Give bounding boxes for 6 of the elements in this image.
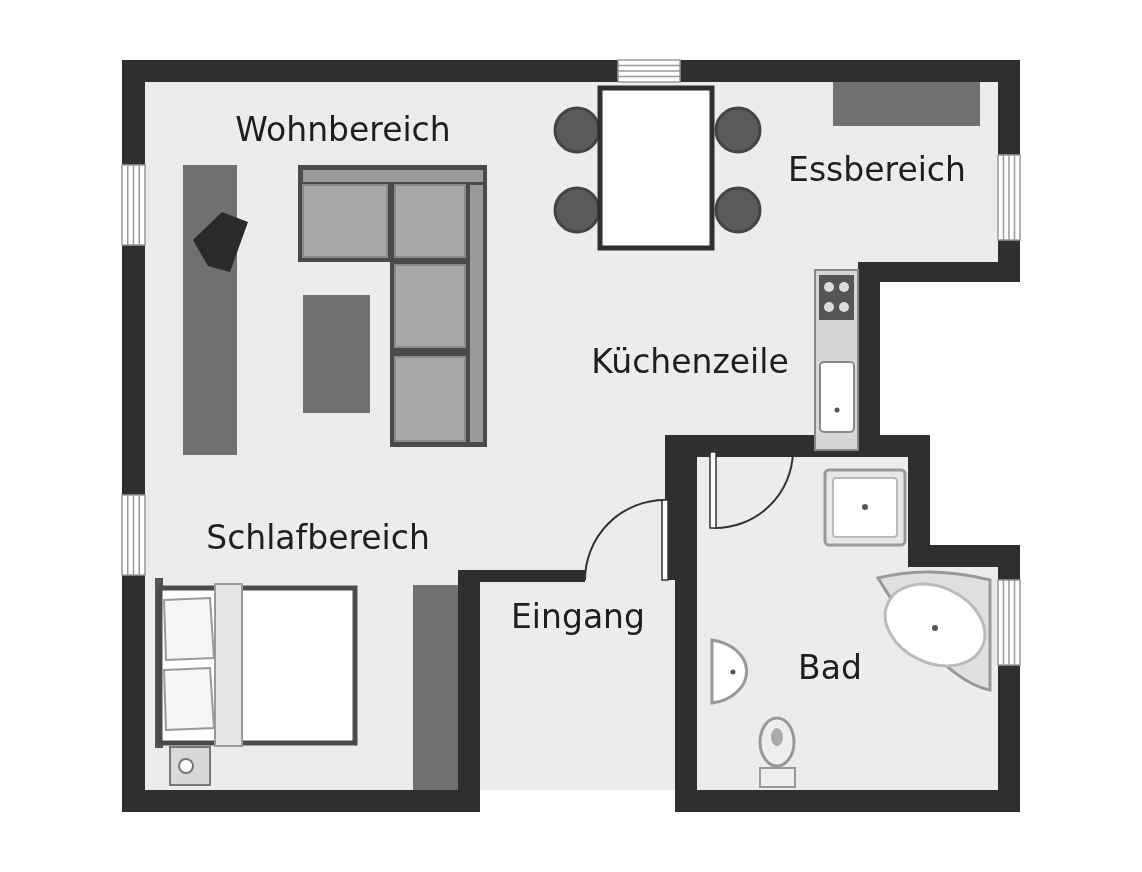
room-label: Essbereich [788,151,966,189]
room-label: Schlafbereich [206,519,430,557]
room-label: Bad [798,649,862,687]
room-label: Wohnbereich [235,111,451,149]
room-label: Küchenzeile [591,343,789,381]
room-label: Eingang [511,598,645,636]
